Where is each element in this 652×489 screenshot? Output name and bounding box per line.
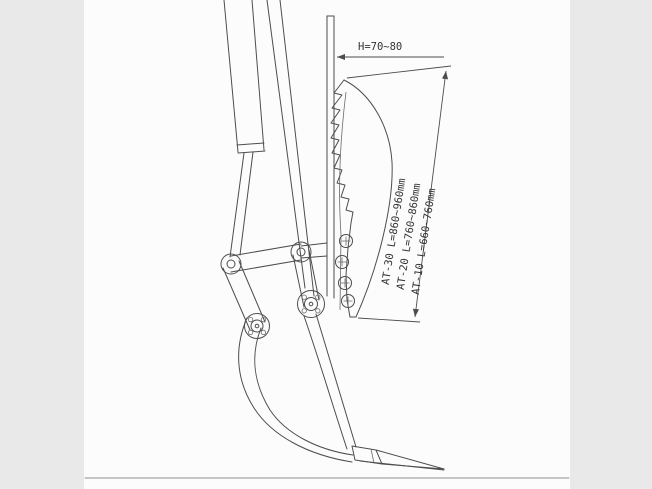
pivot-pin-icon (244, 313, 270, 339)
hydraulic-cylinder (223, 0, 266, 258)
bolt-icon (339, 234, 353, 248)
extension-line (357, 317, 421, 323)
thumb-outer-edge (343, 79, 393, 318)
bucket-linkage (220, 241, 325, 339)
thumb-attachment (330, 79, 393, 318)
mounting-bracket (300, 15, 335, 299)
length-dimension: AT-30 L=860~960mm AT-20 L=760~860mm AT-1… (346, 65, 452, 323)
bucket-tooth (351, 445, 445, 471)
link-pin (220, 253, 242, 275)
height-dimension: H=70~80 (337, 41, 444, 61)
bucket (238, 313, 445, 471)
bolt-icon (341, 294, 355, 308)
height-dimension-label: H=70~80 (358, 41, 402, 53)
link-pin (290, 241, 312, 263)
extension-line (346, 65, 452, 79)
bolt-icon (335, 255, 349, 269)
piston-rod (229, 152, 245, 258)
excavator-arm (266, 0, 315, 297)
bolt-icon (338, 276, 352, 290)
serrated-edge (330, 79, 354, 318)
thumb-plate-fold (339, 91, 347, 311)
pivot-pin-icon (297, 290, 325, 318)
